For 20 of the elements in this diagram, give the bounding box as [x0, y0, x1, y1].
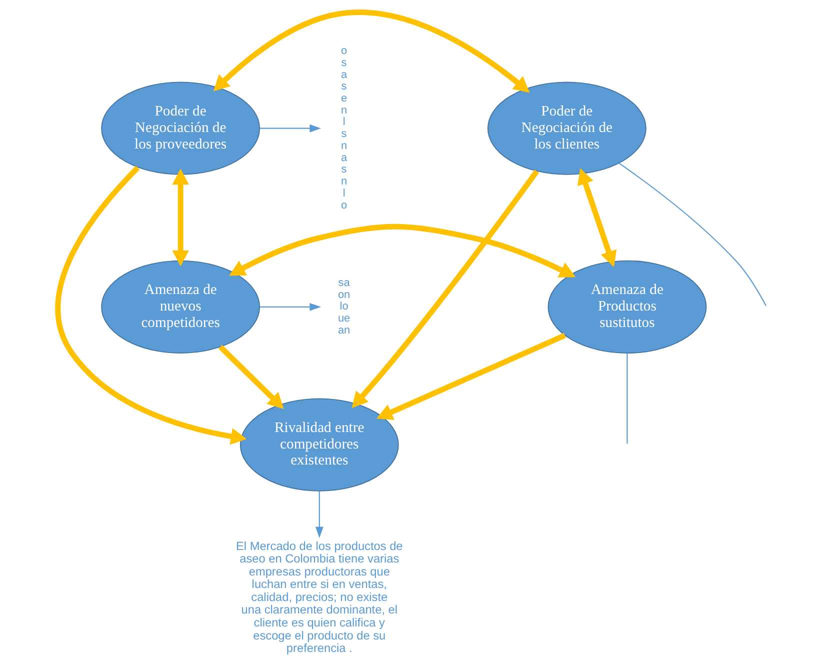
connector	[618, 162, 766, 306]
arrow	[212, 10, 530, 93]
arrow	[172, 168, 188, 266]
connector	[626, 353, 628, 444]
node-ellipse: Rivalidad entre competidores existentes	[239, 398, 398, 492]
arrow	[351, 170, 539, 408]
arrow	[228, 224, 576, 278]
arrow	[376, 332, 566, 420]
arrow	[314, 491, 323, 538]
arrow	[54, 166, 246, 445]
arrow	[576, 168, 616, 267]
arrow	[259, 302, 321, 311]
node-text: sa on lo ue an	[337, 276, 350, 336]
node-text: o s a s e n l s n a s n l o	[340, 45, 347, 212]
node-ellipse: Amenaza de Productos sustitutos	[547, 260, 706, 354]
node-ellipse: Poder de Negociación de los clientes	[486, 82, 646, 175]
node-text: El Mercado de los productos de aseo en Colombia tiene varias empresas productoras que luchan entre si en ventas, calidad, precios; no existe una claramente dominante, el cliente es quien califica y escoge el producto de su preferencia .	[236, 538, 402, 656]
arrow	[259, 124, 321, 132]
arrow	[218, 344, 284, 410]
node-ellipse: Poder de Negociación de los proveedores	[100, 82, 260, 175]
